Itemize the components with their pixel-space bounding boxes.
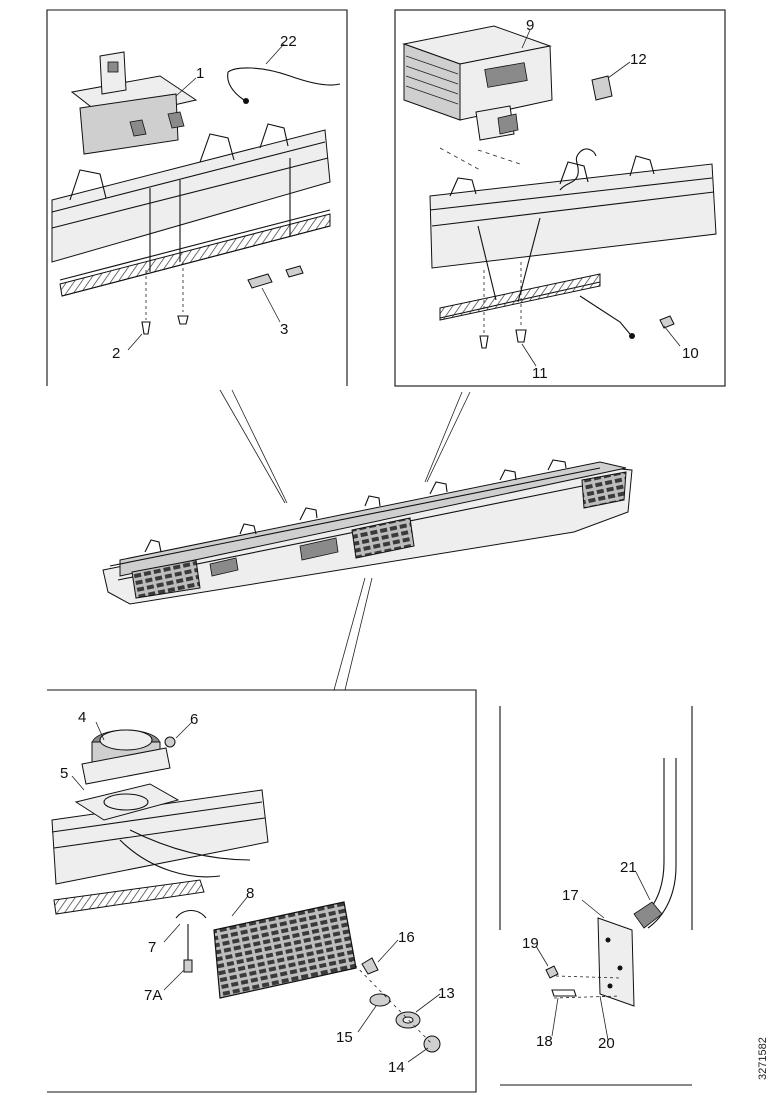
callout-12: 12 — [630, 51, 647, 68]
callout-16: 16 — [398, 929, 415, 946]
callout-20: 20 — [598, 1035, 615, 1052]
instrument-panel-carrier-overview — [102, 459, 633, 605]
callout-7: 7 — [148, 939, 156, 956]
callout-9: 9 — [526, 17, 534, 34]
top-right-detail — [402, 25, 717, 349]
wire-harness-part — [227, 67, 341, 86]
callout-2: 2 — [112, 345, 120, 362]
callout-labels: 1 22 2 3 9 12 10 11 4 6 5 8 7 7A 16 15 1… — [60, 17, 699, 1076]
speaker-part — [81, 729, 171, 785]
antenna-bracket-part — [597, 917, 635, 1007]
radio-module-part — [402, 25, 553, 141]
callout-8: 8 — [246, 885, 254, 902]
callout-1: 1 — [196, 65, 204, 82]
panel-top-right-frame — [394, 9, 726, 387]
speaker-gasket-part — [74, 783, 180, 821]
mounting-bracket-part — [70, 51, 198, 155]
callout-4: 4 — [78, 709, 86, 726]
callout-18: 18 — [536, 1033, 553, 1050]
callout-3: 3 — [280, 321, 288, 338]
callout-11: 11 — [532, 365, 548, 382]
bottom-right-detail — [545, 758, 677, 1007]
callout-22: 22 — [280, 33, 297, 50]
figure-code: 3271582 — [757, 1037, 769, 1080]
callout-21: 21 — [620, 859, 637, 876]
callout-14: 14 — [388, 1059, 405, 1076]
callout-15: 15 — [336, 1029, 353, 1046]
bottom-left-detail — [51, 729, 441, 1053]
callout-6: 6 — [190, 711, 198, 728]
speaker-grille-part — [213, 901, 357, 999]
antenna-cable-part — [639, 758, 665, 921]
callout-leader-lines — [71, 29, 681, 1063]
detail-leader-lines — [219, 389, 471, 691]
callout-17: 17 — [562, 887, 579, 904]
antenna-lead-part — [579, 295, 631, 335]
panel-bottom-left-frame — [47, 689, 477, 1093]
fastener-part — [247, 265, 304, 289]
callout-10: 10 — [682, 345, 699, 362]
top-left-detail — [51, 51, 341, 335]
screw-part — [141, 262, 189, 335]
clip-part — [591, 75, 613, 101]
panel-bottom-right-frame — [499, 706, 693, 1086]
callout-19: 19 — [522, 935, 539, 952]
panel-top-left-frame — [46, 9, 348, 386]
callout-5: 5 — [60, 765, 68, 782]
callout-7a: 7A — [144, 987, 162, 1004]
callout-13: 13 — [438, 985, 455, 1002]
